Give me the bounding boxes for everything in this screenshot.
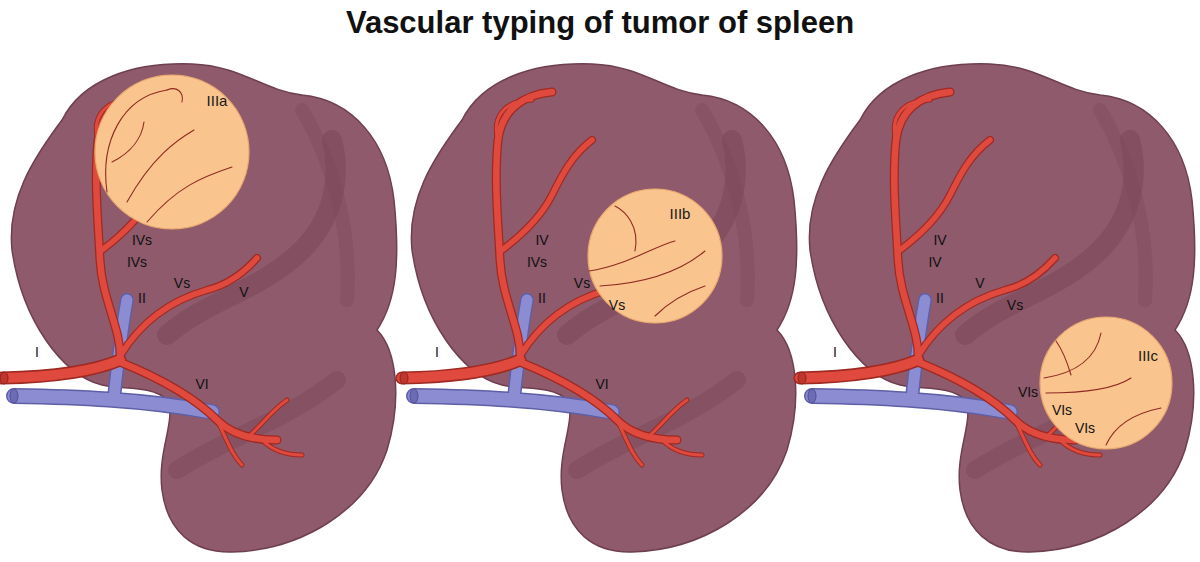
tumor-fill bbox=[1040, 317, 1172, 449]
vessel-label: I bbox=[435, 345, 439, 359]
vessel-label: Vs bbox=[174, 276, 190, 290]
tumor-vessel bbox=[112, 122, 144, 162]
tumor-vessel bbox=[1056, 341, 1071, 375]
tumor-vessel bbox=[655, 286, 705, 316]
vessel-label: VIs bbox=[1052, 403, 1072, 417]
vessel-label: VI bbox=[195, 377, 208, 391]
tumor-shape bbox=[1039, 316, 1173, 450]
tumor-circle: IIIa bbox=[94, 74, 250, 230]
tumor-vessel bbox=[1044, 333, 1101, 378]
vessel-label: II bbox=[936, 291, 944, 305]
vessel-label: Vs bbox=[609, 298, 625, 312]
tumor-shape bbox=[587, 188, 723, 324]
tumor-vessel bbox=[1046, 378, 1131, 393]
tumor-type-label: IIIc bbox=[1138, 348, 1158, 363]
vessel-label: I bbox=[833, 345, 837, 359]
vessel-label: II bbox=[138, 291, 146, 305]
tumor-type-label: IIIb bbox=[670, 206, 691, 221]
vessel-label: IV bbox=[933, 233, 946, 247]
tumor-vessel bbox=[106, 90, 167, 192]
tumor-fill bbox=[588, 189, 722, 323]
vessel-label: IVs bbox=[132, 233, 152, 247]
tumor-vessel bbox=[615, 206, 636, 251]
spleen-panel bbox=[400, 64, 797, 552]
vessel-label: II bbox=[538, 291, 546, 305]
vessel-label: VIs bbox=[1075, 421, 1095, 435]
spleen-panel bbox=[0, 64, 397, 552]
tumor-type-label: IIIa bbox=[207, 93, 228, 108]
vessel-label: VI bbox=[595, 377, 608, 391]
vessel-label: IVs bbox=[127, 255, 147, 269]
tumor-vessel bbox=[1106, 408, 1161, 445]
tumor-vessel bbox=[167, 89, 182, 102]
diagram-title: Vascular typing of tumor of spleen bbox=[0, 6, 1200, 40]
vessel-label: VIs bbox=[1018, 385, 1038, 399]
vessel-label: Vs bbox=[1007, 298, 1023, 312]
tumor-vessel bbox=[600, 251, 705, 286]
tumor-circle: IIIb bbox=[587, 188, 723, 324]
tumor-fill bbox=[95, 75, 249, 229]
vessel-label: IVs bbox=[527, 255, 547, 269]
spleen-panel bbox=[798, 64, 1195, 552]
vessel-label: Vs bbox=[574, 276, 590, 290]
vessel-label: I bbox=[35, 345, 39, 359]
tumor-circle: IIIc bbox=[1039, 316, 1173, 450]
vessel-label: V bbox=[239, 285, 248, 299]
tumor-vessel bbox=[589, 241, 675, 271]
vessel-label: IV bbox=[535, 233, 548, 247]
tumor-vessel bbox=[147, 167, 232, 222]
vessel-label: V bbox=[975, 276, 984, 290]
vessel-label: IV bbox=[928, 255, 941, 269]
